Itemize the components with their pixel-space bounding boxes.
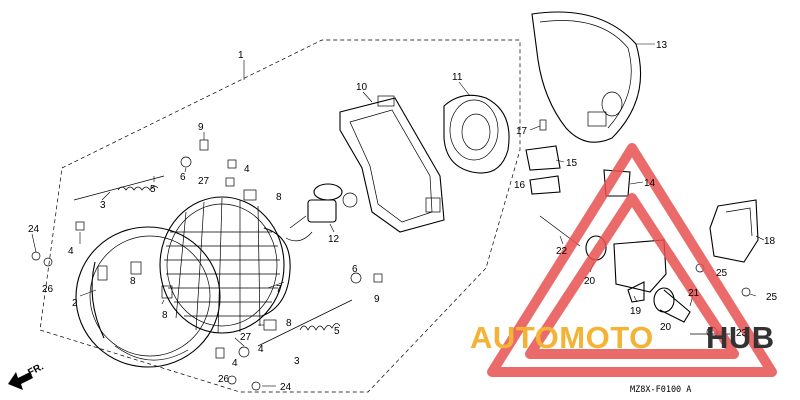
watermark-text-b: HUB: [706, 320, 775, 355]
small-fasteners: [31, 119, 751, 391]
part-label-4d: 4: [258, 344, 264, 355]
part-label-19: 19: [630, 306, 642, 317]
part-label-2: 2: [72, 298, 78, 309]
front-direction-marker: FR.: [8, 361, 46, 390]
part-label-24: 24: [28, 224, 40, 235]
watermark: AUTOMOTO HUB: [470, 320, 775, 355]
part-label-10: 10: [356, 82, 368, 93]
part-label-18: 18: [764, 236, 776, 247]
part-label-4b: 4: [244, 164, 250, 175]
part-label-12: 12: [328, 234, 340, 245]
part-label-26: 26: [42, 284, 54, 295]
part-label-9: 9: [198, 122, 204, 133]
part-label-26b: 26: [218, 374, 230, 385]
part-label-5: 5: [150, 184, 156, 195]
part-label-4: 4: [68, 246, 74, 257]
part-labels: 1 2 3 3 4 4 4 4 5 5 6 6 7 8 8 8 8 9 9 10…: [28, 40, 778, 393]
headlight-unit: [159, 196, 291, 334]
part-label-16: 16: [514, 180, 526, 191]
part-label-20b: 20: [660, 322, 672, 333]
part-label-6: 6: [180, 172, 186, 183]
headlight-bulb: [285, 183, 358, 242]
part-label-8c: 8: [162, 310, 168, 321]
headlight-case: [531, 11, 642, 143]
watermark-text-a: AUTOMOTO: [470, 320, 654, 355]
socket-cover: [443, 94, 510, 174]
assembly-boundary: [39, 39, 521, 393]
part-label-17: 17: [516, 126, 528, 137]
part-label-8d: 8: [286, 318, 292, 329]
part-label-23: 23: [736, 328, 748, 339]
part-label-20: 20: [584, 276, 596, 287]
part-label-15: 15: [566, 158, 578, 169]
drawing-code: MZ8X-F0100 A: [630, 385, 691, 395]
part-label-27: 27: [198, 176, 210, 187]
part-label-1: 1: [238, 50, 244, 61]
headlight-rim: [75, 226, 221, 368]
front-marker-label: FR.: [26, 361, 46, 378]
part-label-8: 8: [276, 192, 282, 203]
part-label-6b: 6: [352, 264, 358, 275]
part-label-21: 21: [688, 288, 700, 299]
part-label-22: 22: [556, 246, 568, 257]
part-label-24b: 24: [280, 382, 292, 393]
leader-lines: [31, 43, 765, 387]
part-label-4c: 4: [232, 358, 238, 369]
part-label-25: 25: [716, 268, 728, 279]
part-label-3: 3: [100, 200, 106, 211]
part-label-13: 13: [656, 40, 668, 51]
part-label-27b: 27: [240, 332, 252, 343]
part-label-8b: 8: [130, 276, 136, 287]
part-label-7: 7: [276, 284, 282, 295]
part-label-5b: 5: [334, 326, 340, 337]
front-arrow-icon: [8, 372, 33, 390]
part-label-3b: 3: [294, 356, 300, 367]
watermark-triangle: [487, 143, 777, 377]
headlight-stay: [339, 95, 445, 233]
part-label-14: 14: [644, 178, 656, 189]
part-label-25b: 25: [766, 292, 778, 303]
part-label-9b: 9: [374, 294, 380, 305]
part-label-11: 11: [452, 72, 463, 83]
